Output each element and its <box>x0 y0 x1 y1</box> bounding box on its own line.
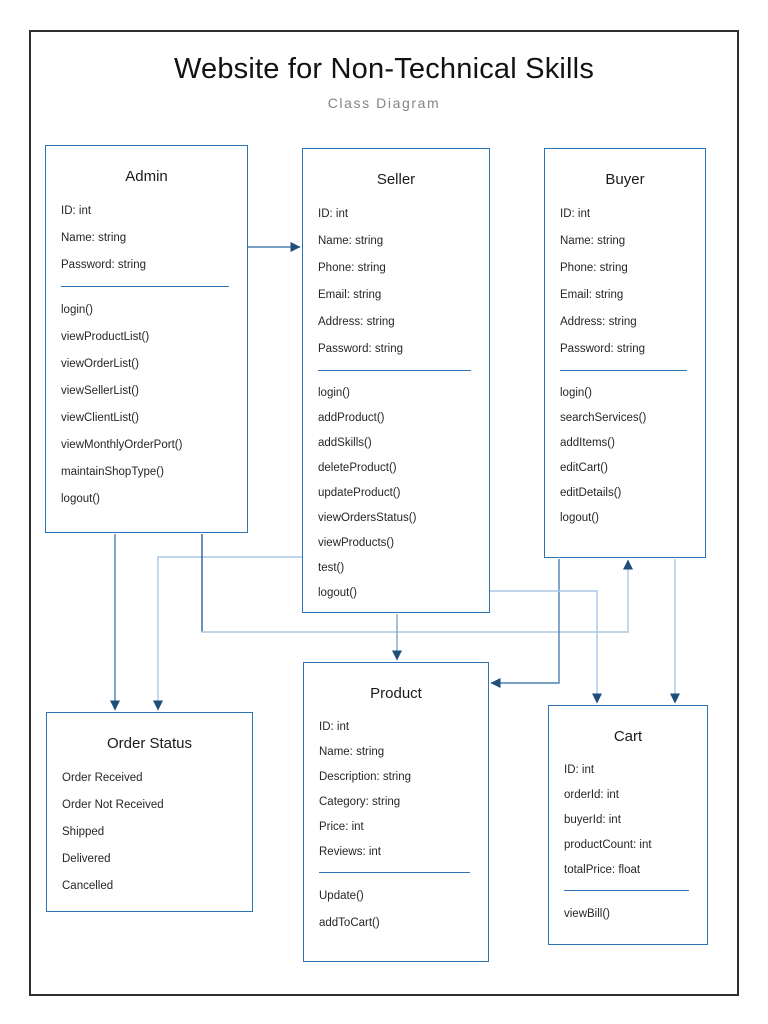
attribute: Name: string <box>61 231 127 244</box>
status-value: Order Received <box>62 771 143 784</box>
attribute: ID: int <box>61 204 92 217</box>
method: editDetails() <box>560 486 622 499</box>
method: addToCart() <box>319 916 380 929</box>
class-order-status-values: Order Received Order Not Received Shippe… <box>47 764 252 899</box>
status-value: Order Not Received <box>62 798 164 811</box>
attribute: ID: int <box>564 763 595 776</box>
class-seller-methods: login() addProduct() addSkills() deleteP… <box>303 380 489 605</box>
attribute: Password: string <box>318 342 404 355</box>
attribute: buyerId: int <box>564 813 621 826</box>
uml-section-divider <box>319 872 470 873</box>
attribute: Address: string <box>560 315 637 328</box>
uml-section-divider <box>564 890 689 891</box>
method: login() <box>61 303 93 316</box>
status-value: Cancelled <box>62 879 114 892</box>
method: logout() <box>61 492 100 505</box>
method: Update() <box>319 889 364 902</box>
method: viewSellerList() <box>61 384 139 397</box>
class-cart-methods: viewBill() <box>549 900 707 927</box>
class-buyer-methods: login() searchServices() addItems() edit… <box>545 380 705 530</box>
class-order-status-title: Order Status <box>106 735 193 752</box>
class-buyer-attributes: ID: int Name: string Phone: string Email… <box>545 200 705 362</box>
method: logout() <box>560 511 599 524</box>
class-buyer-title: Buyer <box>605 171 645 188</box>
attribute: orderId: int <box>564 788 619 801</box>
attribute: Description: string <box>319 770 412 783</box>
status-value: Delivered <box>62 852 111 865</box>
method: updateProduct() <box>318 486 401 499</box>
class-product-title: Product <box>370 685 422 702</box>
class-cart-attributes: ID: int orderId: int buyerId: int produc… <box>549 757 707 882</box>
method: searchServices() <box>560 411 647 424</box>
status-value: Shipped <box>62 825 105 838</box>
attribute: Phone: string <box>560 261 628 274</box>
page-subtitle: Class Diagram <box>327 95 441 111</box>
attribute: Name: string <box>318 234 384 247</box>
method: login() <box>560 386 592 399</box>
method: viewMonthlyOrderPort() <box>61 438 183 451</box>
method: viewClientList() <box>61 411 139 424</box>
method: addItems() <box>560 436 615 449</box>
method: editCart() <box>560 461 608 474</box>
class-seller-attributes: ID: int Name: string Phone: string Email… <box>303 200 489 362</box>
class-cart-title: Cart <box>613 728 643 745</box>
attribute: Price: int <box>319 820 364 833</box>
class-order-status: Order Status Order Received Order Not Re… <box>46 712 253 912</box>
method: deleteProduct() <box>318 461 397 474</box>
method: viewProducts() <box>318 536 395 549</box>
attribute: Email: string <box>318 288 382 301</box>
attribute: Reviews: int <box>319 845 381 858</box>
method: addSkills() <box>318 436 372 449</box>
attribute: Phone: string <box>318 261 386 274</box>
method: maintainShopType() <box>61 465 164 478</box>
class-seller: Seller ID: int Name: string Phone: strin… <box>302 148 490 613</box>
uml-section-divider <box>560 370 687 371</box>
class-product-attributes: ID: int Name: string Description: string… <box>304 714 488 864</box>
attribute: ID: int <box>318 207 349 220</box>
class-buyer: Buyer ID: int Name: string Phone: string… <box>544 148 706 558</box>
method: test() <box>318 561 345 574</box>
attribute: totalPrice: float <box>564 863 641 876</box>
page-title: Website for Non-Technical Skills <box>173 53 595 85</box>
method: viewBill() <box>564 907 610 920</box>
class-cart: Cart ID: int orderId: int buyerId: int p… <box>548 705 708 945</box>
attribute: Name: string <box>319 745 385 758</box>
class-product-methods: Update() addToCart() <box>304 882 488 936</box>
method: login() <box>318 386 350 399</box>
attribute: Password: string <box>61 258 147 271</box>
uml-section-divider <box>61 286 229 287</box>
attribute: Name: string <box>560 234 626 247</box>
uml-section-divider <box>318 370 471 371</box>
class-admin-attributes: ID: int Name: string Password: string <box>46 197 247 278</box>
attribute: productCount: int <box>564 838 652 851</box>
method: viewOrdersStatus() <box>318 511 417 524</box>
attribute: ID: int <box>560 207 591 220</box>
class-product: Product ID: int Name: string Description… <box>303 662 489 962</box>
method: viewOrderList() <box>61 357 139 370</box>
attribute: Address: string <box>318 315 395 328</box>
class-admin: Admin ID: int Name: string Password: str… <box>45 145 248 533</box>
class-admin-methods: login() viewProductList() viewOrderList(… <box>46 296 247 512</box>
method: viewProductList() <box>61 330 150 343</box>
attribute: Category: string <box>319 795 401 808</box>
method: addProduct() <box>318 411 385 424</box>
attribute: Email: string <box>560 288 624 301</box>
attribute: ID: int <box>319 720 350 733</box>
class-admin-title: Admin <box>125 168 168 185</box>
attribute: Password: string <box>560 342 646 355</box>
method: logout() <box>318 586 357 599</box>
class-seller-title: Seller <box>376 171 416 188</box>
